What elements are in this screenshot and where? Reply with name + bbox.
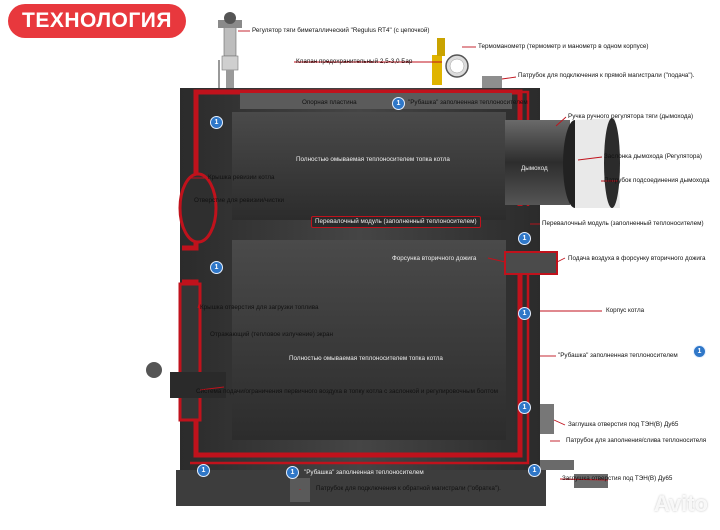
secondary-air-inlet — [504, 251, 558, 275]
marker-jacket: 1 — [392, 97, 405, 110]
label-secondary-air: Подача воздуха в форсунку вторичного дож… — [568, 255, 706, 262]
label-jacket-bottom: "Рубашка" заполненная теплоносителем — [304, 469, 424, 476]
label-heater-plug-1: Заглушка отверстия под ТЭН(В) Дy65 — [568, 421, 679, 428]
label-jacket-top: "Рубашка" заполненная теплоносителем — [408, 99, 528, 106]
thermomanometer — [432, 38, 469, 85]
primary-air-system — [170, 372, 226, 398]
label-chimney: Дымоход — [521, 165, 548, 172]
draft-regulator — [218, 12, 242, 92]
label-regulator: Регулятор тяги биметаллический "Regulus … — [252, 27, 430, 34]
heater-plug-upper — [540, 404, 554, 434]
label-transfer-side: Перевалочный модуль (заполненный теплоно… — [542, 220, 704, 227]
label-damper: Заслонка дымохода (Регулятора) — [604, 153, 702, 160]
label-thermomanometer: Термоманометр (термометр и манометр в од… — [478, 43, 649, 50]
marker-jacket: 1 — [210, 116, 223, 129]
label-support-plate: Опорная пластина — [302, 99, 357, 106]
marker-jacket: 1 — [518, 232, 531, 245]
label-primary-air: Система подачи/ограничения первичного во… — [196, 388, 498, 395]
label-body: Корпус котла — [606, 307, 645, 314]
label-return-pipe: Патрубок для подключения к обратной маги… — [316, 485, 501, 492]
chimney-pipe — [505, 120, 570, 205]
label-revision-cover: Крышка ревизии котла — [208, 174, 275, 181]
upper-firebox — [232, 112, 506, 220]
label-flue-pipe: Патрубок подсоединения дымохода — [604, 177, 710, 184]
marker-jacket: 1 — [518, 307, 531, 320]
marker-jacket: 1 — [528, 464, 541, 477]
marker-jacket: 1 — [286, 466, 299, 479]
label-lower-chamber: Полностью омываемая теплоносителем топка… — [289, 355, 443, 362]
label-heater-plug-2: Заглушка отверстия под ТЭН(В) Дy65 — [562, 475, 673, 482]
label-fill-pipe: Патрубок для заполнения/слива теплоносит… — [566, 437, 707, 444]
page-title: ТЕХНОЛОГИЯ — [8, 4, 186, 38]
label-transfer-inner: Перевалочный модуль (заполненный теплоно… — [311, 216, 481, 228]
label-nozzle: Форсунка вторичного дожига — [392, 255, 477, 262]
avito-watermark: Avito — [653, 491, 708, 516]
marker-jacket: 1 — [210, 261, 223, 274]
heater-plug-lower — [574, 474, 608, 488]
supply-pipe — [482, 76, 502, 90]
marker-jacket: 1 — [197, 464, 210, 477]
label-load-cover: Крышка отверстия для загрузки топлива — [200, 304, 319, 311]
label-manual-regulator: Ручка ручного регулятора тяги (дымохода) — [568, 113, 694, 120]
label-supply-pipe: Патрубок для подключения к прямой магист… — [518, 72, 695, 79]
label-jacket-side: "Рубашка" заполненная теплоносителем — [558, 352, 678, 359]
fill-pipe — [540, 460, 574, 470]
label-upper-chamber: Полностью омываемая теплоносителем топка… — [296, 156, 450, 163]
loading-door — [178, 282, 202, 422]
label-safety-valve: Клапан предохранительный 2,5-3,0 Бар — [296, 58, 413, 65]
boiler-base — [176, 470, 546, 506]
label-reflector: Отражающий (тепловое излучение) экран — [210, 331, 334, 338]
label-revision-hole: Отверстие для ревизии/чистки — [194, 197, 285, 204]
marker-jacket: 1 — [693, 345, 706, 358]
marker-jacket: 1 — [518, 401, 531, 414]
leader-lines — [188, 30, 618, 490]
support-plate — [240, 93, 512, 109]
lower-firebox — [232, 240, 506, 440]
revision-hatch — [178, 172, 218, 244]
